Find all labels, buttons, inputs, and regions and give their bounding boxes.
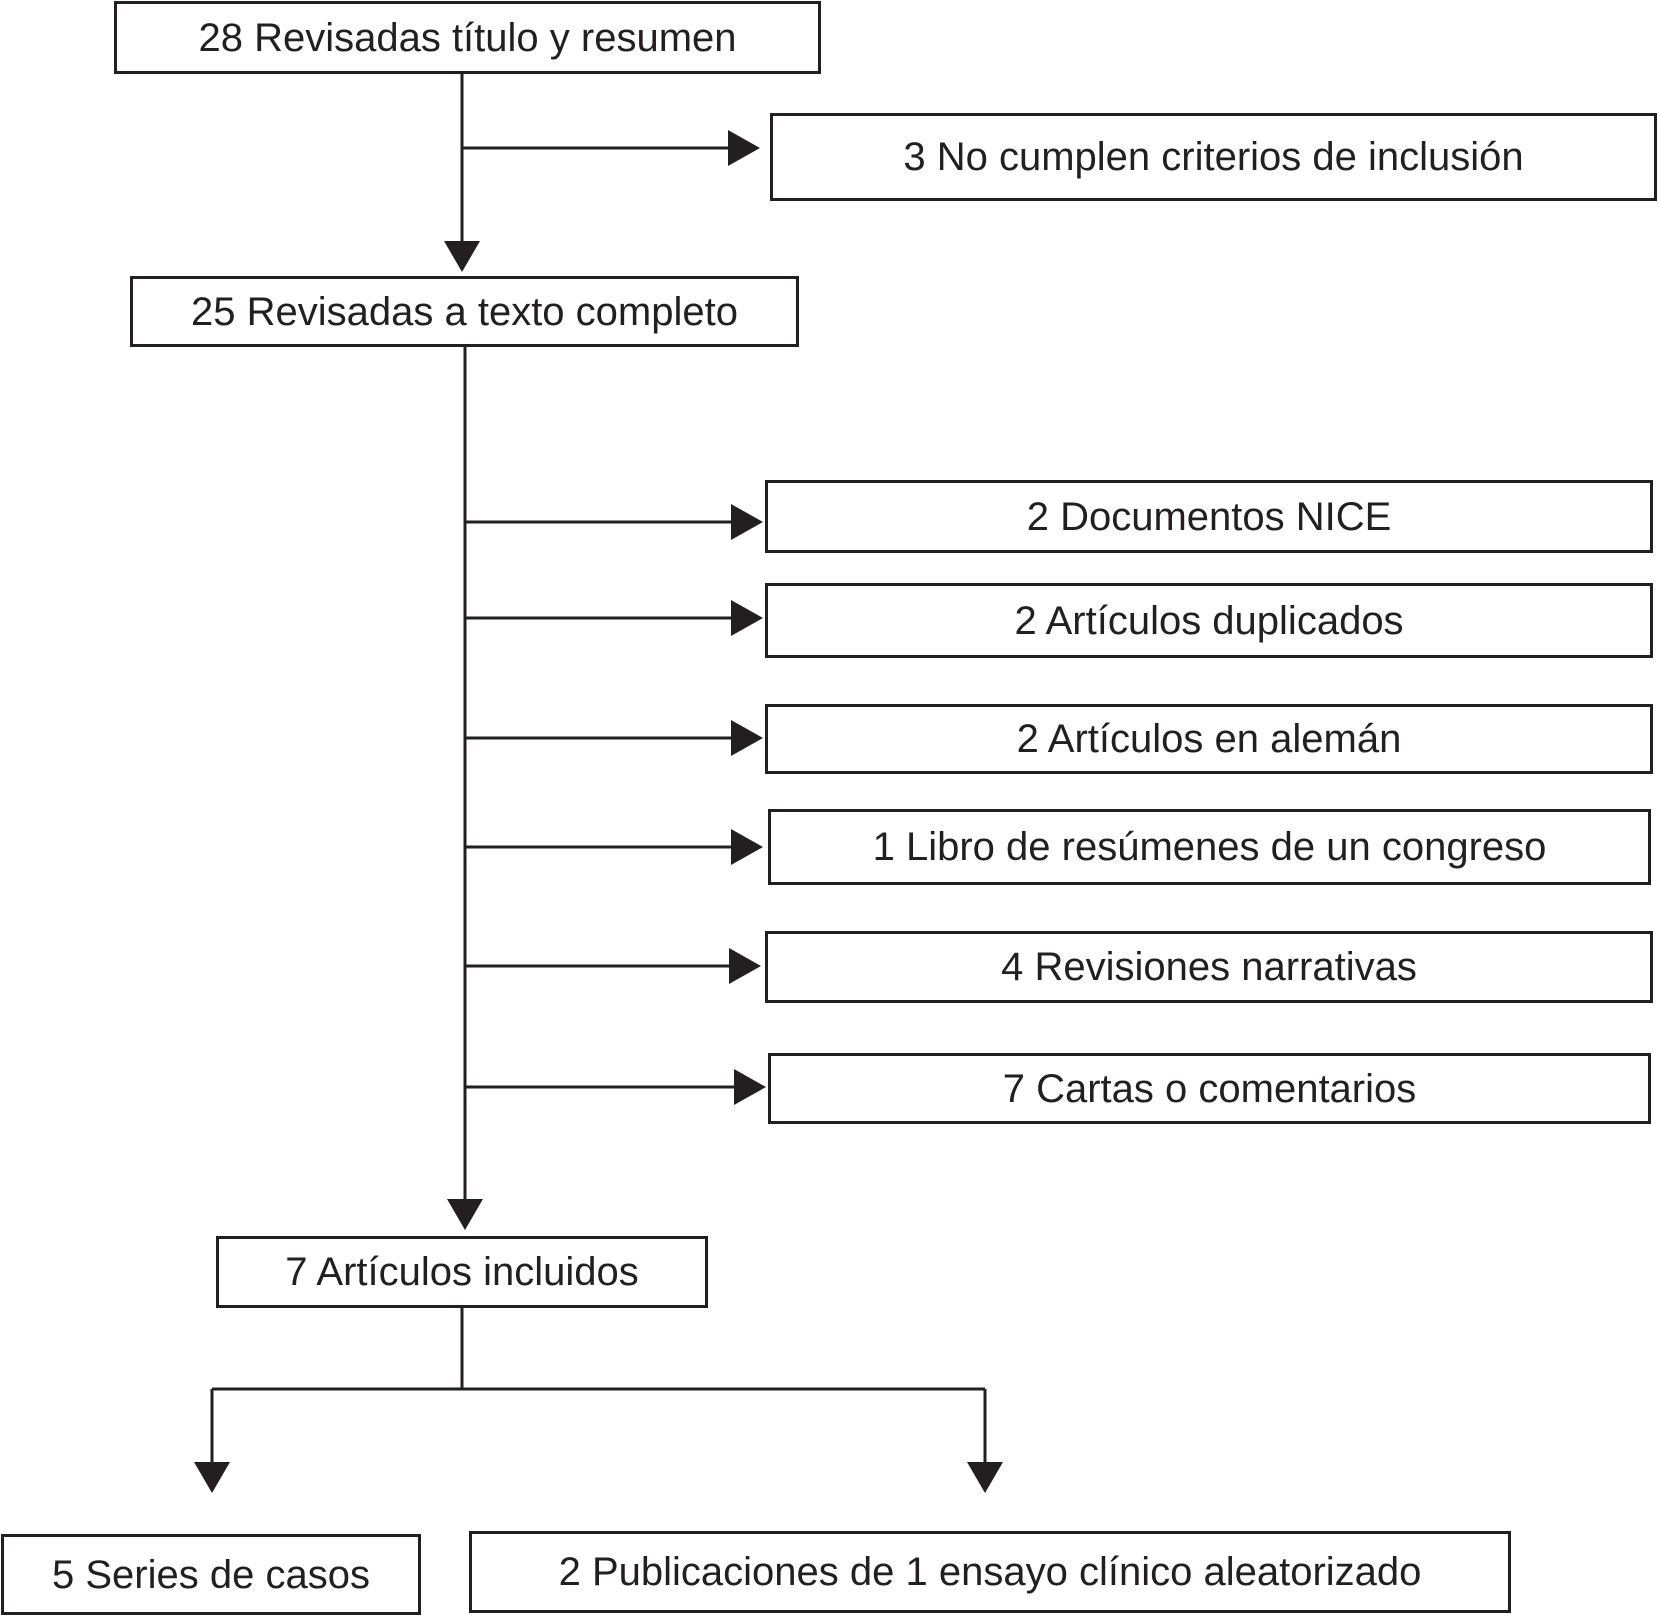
arrowhead-aleman [731,720,763,756]
included-box: 7 Artículos incluidos [216,1236,708,1308]
exclusion-box-cartas: 7 Cartas o comentarios [768,1053,1651,1124]
exclusion-label: 1 Libro de resúmenes de un congreso [872,825,1547,869]
arrowhead-congreso [731,829,763,865]
exclusion-label: 2 Artículos duplicados [1014,598,1404,643]
exclusion-label: 7 Cartas o comentarios [1002,1066,1417,1111]
included-label: 7 Artículos incluidos [285,1250,639,1294]
full-text-box: 25 Revisadas a texto completo [130,276,799,347]
exclusion-box-nice: 2 Documentos NICE [765,480,1653,553]
rct-publications-label: 2 Publicaciones de 1 ensayo clínico alea… [558,1550,1422,1594]
excluded-inclusion-label: 3 No cumplen criterios de inclusión [903,135,1524,179]
exclusion-label: 2 Artículos en alemán [1016,717,1402,761]
arrowhead-duplicados [731,600,763,636]
arrowhead-rct [967,1462,1003,1493]
excluded-inclusion-box: 3 No cumplen criterios de inclusión [770,113,1657,201]
exclusion-box-congreso: 1 Libro de resúmenes de un congreso [768,809,1651,885]
exclusion-box-narrativas: 4 Revisiones narrativas [765,931,1653,1003]
case-series-box: 5 Series de casos [1,1534,421,1615]
case-series-label: 5 Series de casos [52,1552,370,1597]
arrowhead-narrativas [729,948,761,984]
exclusion-label: 2 Documentos NICE [1026,494,1392,539]
arrowhead-excluded [728,130,760,166]
full-text-label: 25 Revisadas a texto completo [191,289,738,334]
arrowhead-nice [731,504,763,540]
screened-label: 28 Revisadas título y resumen [198,15,737,60]
arrowhead-case-series [194,1462,230,1493]
exclusion-box-duplicados: 2 Artículos duplicados [765,583,1653,658]
exclusion-box-aleman: 2 Artículos en alemán [765,704,1653,774]
rct-publications-box: 2 Publicaciones de 1 ensayo clínico alea… [469,1531,1511,1613]
screened-box: 28 Revisadas título y resumen [114,1,821,74]
arrowhead-full-text [444,241,480,272]
exclusion-label: 4 Revisiones narrativas [1001,945,1417,989]
arrowhead-cartas [734,1069,766,1105]
arrowhead-included [447,1199,483,1230]
